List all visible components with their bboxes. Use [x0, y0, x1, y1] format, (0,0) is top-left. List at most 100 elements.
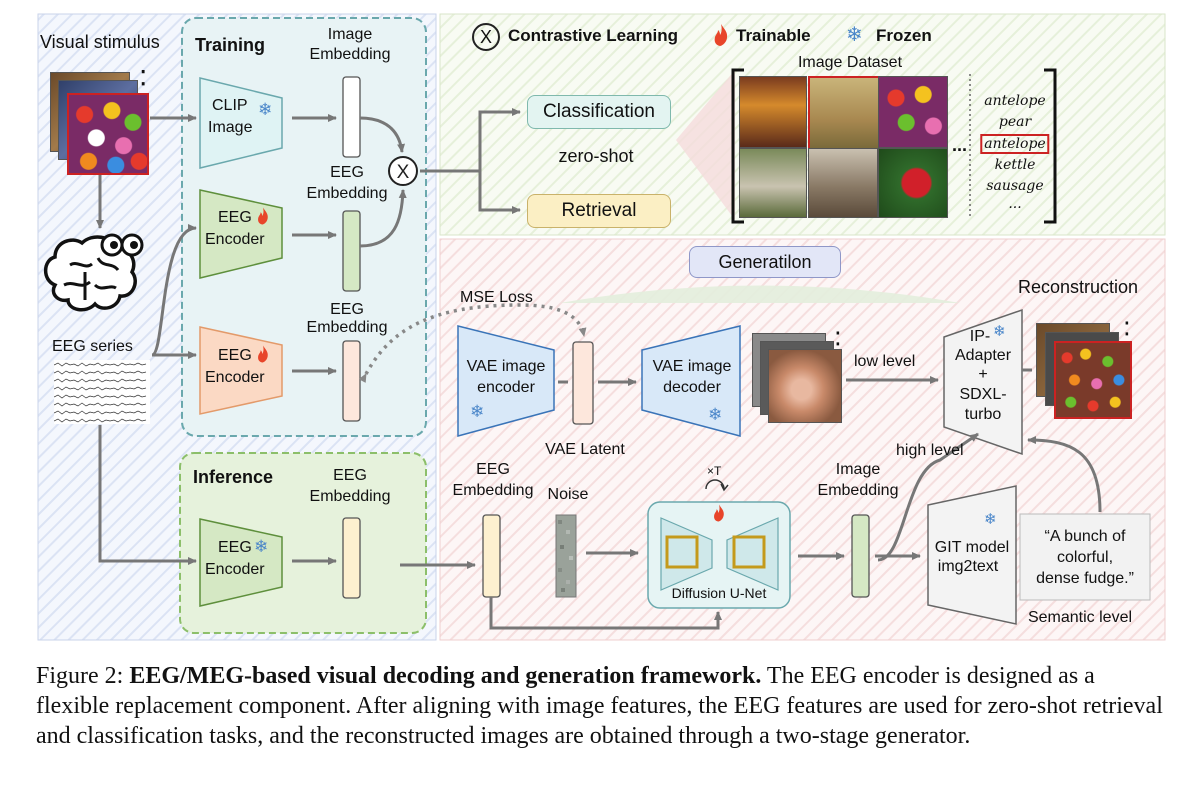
image-embedding-label-2: Embedding: [309, 46, 391, 63]
visual-stimulus-label: Visual stimulus: [40, 32, 160, 52]
inf-eeg-encoder-label-1: EEG: [218, 539, 252, 556]
gen-eeg-embedding-label-2: Embedding: [452, 482, 534, 499]
vae-decoder-label-2: decoder: [663, 379, 721, 396]
gen-eeg-embedding-label-1: EEG: [476, 461, 510, 478]
brain-icon: [43, 233, 144, 312]
legend: X Contrastive Learning Trainable ❄ Froze…: [472, 23, 972, 51]
dataset-title: Image Dataset: [797, 54, 903, 71]
training-title: Training: [195, 35, 266, 55]
noise-texture: [558, 520, 573, 592]
caption-rest: The EEG encoder is designed as a flexibl…: [36, 663, 1163, 749]
zero-shot-label: zero-shot: [558, 146, 634, 166]
quote-line-1: “A bunch of: [1044, 528, 1126, 545]
dataset-image-strawberry: [878, 148, 948, 218]
ip-adapter-label-5: turbo: [964, 406, 1002, 423]
eeg-encoder-label-2b: Encoder: [205, 369, 265, 386]
inf-eeg-embedding-label-2: Embedding: [309, 488, 391, 505]
vae-latent-bar: [572, 341, 594, 425]
times-t-label: ×T: [707, 464, 722, 478]
dataset-label-1: antelope: [984, 93, 1046, 109]
noise-label: Noise: [547, 486, 589, 503]
snowflake-icon: ❄: [254, 537, 269, 556]
gen-image-embedding-label-1: Image: [835, 461, 881, 478]
inf-eeg-embedding-label-1: EEG: [333, 467, 367, 484]
generation-glow: [560, 285, 960, 303]
vae-encoder-label-1: VAE image: [466, 358, 546, 375]
classification-box: Classification: [527, 95, 671, 129]
reconstruction-image-front: [1054, 341, 1132, 419]
ip-adapter-label-1: IP-: [969, 328, 991, 345]
snowflake-icon: ❄: [993, 323, 1006, 340]
clip-label-1: CLIP: [212, 97, 248, 114]
dataset-image-jukebox: [739, 76, 807, 148]
dataset-funnel: [676, 70, 735, 220]
eeg-embedding-label-1b: Embedding: [306, 185, 388, 202]
diffusion-unet-label: Diffusion U-Net: [671, 585, 767, 601]
retrieval-box: Retrieval: [527, 194, 671, 228]
image-embedding-label-1: Image: [327, 26, 373, 43]
snowflake-icon: ❄: [846, 24, 863, 46]
flame-icon: [258, 345, 268, 363]
reconstruction-dots: ⁚: [1124, 319, 1130, 339]
eeg-encoder-label-2a: EEG: [218, 347, 252, 364]
noise-bar: [555, 514, 577, 598]
dataset-image-cat: [808, 148, 878, 218]
eeg-embedding-bar-1: [342, 210, 361, 292]
git-model-label-2: img2text: [937, 558, 999, 575]
dataset-bracket-left: [731, 68, 744, 224]
high-level-label: high level: [896, 442, 964, 459]
dataset-label-6: ...: [1008, 196, 1022, 212]
quote-line-3: dense fudge.”: [1036, 570, 1134, 587]
loop-arrow: [705, 479, 725, 490]
ip-adapter-label-2: Adapter: [954, 347, 1012, 364]
reconstruction-label: Reconstruction: [1018, 277, 1139, 297]
eeg-waveforms: [54, 360, 150, 424]
gen-image-embedding-bar: [851, 514, 870, 598]
flame-icon: [714, 504, 724, 522]
contrastive-legend-icon: X: [472, 23, 500, 51]
eeg-encoder-inference-shape: [199, 518, 283, 607]
ip-adapter-label-4: SDXL-: [959, 386, 1007, 403]
inference-title: Inference: [193, 467, 274, 487]
eeg-embedding-bar-2: [342, 340, 361, 422]
trainable-legend-label: Trainable: [736, 26, 811, 45]
eeg-encoder-green-shape: [199, 189, 283, 279]
vae-decoder-shape: [641, 325, 741, 437]
decoded-dots: ⁚: [835, 329, 841, 349]
decoded-image-front: [768, 349, 842, 423]
caption-prefix: Figure 2:: [36, 663, 130, 689]
gen-eeg-embedding-bar: [482, 514, 501, 598]
dataset-label-4: kettle: [994, 157, 1036, 173]
flame-icon: [258, 207, 268, 225]
quote-line-2: colorful,: [1056, 549, 1114, 566]
contrastive-circle: [388, 156, 418, 186]
eeg-encoder-label-1a: EEG: [218, 209, 252, 226]
dataset-label-3: antelope: [980, 134, 1050, 154]
inf-eeg-encoder-label-2: Encoder: [205, 561, 265, 578]
mse-loss-arrow: [358, 303, 587, 383]
dataset-label-5: sausage: [986, 178, 1044, 194]
clip-encoder-shape: [199, 77, 283, 169]
dataset-bracket-right: [1044, 68, 1057, 224]
eeg-embedding-label-1a: EEG: [330, 164, 364, 181]
vae-decoder-label-1: VAE image: [652, 358, 732, 375]
dataset-image-candy: [878, 76, 948, 148]
generation-title-box: Generatilon: [689, 246, 841, 278]
snowflake-icon: ❄: [258, 100, 273, 119]
contrastive-legend-label: Contrastive Learning: [508, 26, 679, 45]
dataset-ellipsis: ...: [952, 135, 968, 155]
ip-adapter-label-3: +: [978, 366, 988, 383]
flame-icon: [714, 24, 728, 46]
clip-label-2: Image: [208, 119, 253, 136]
mse-loss-label: MSE Loss: [460, 289, 533, 306]
dataset-label-2: pear: [998, 114, 1032, 130]
vae-latent-label: VAE Latent: [545, 441, 625, 458]
stimulus-image-front: [67, 93, 149, 175]
vae-encoder-label-2: encoder: [477, 379, 535, 396]
dataset-image-opossum: [739, 148, 807, 218]
git-model-shape: [927, 485, 1017, 625]
git-model-label-1: GIT model: [934, 539, 1010, 556]
eeg-series-label: EEG series: [52, 338, 133, 355]
snowflake-icon: ❄: [470, 402, 485, 421]
semantic-level-label: Semantic level: [1027, 609, 1133, 626]
